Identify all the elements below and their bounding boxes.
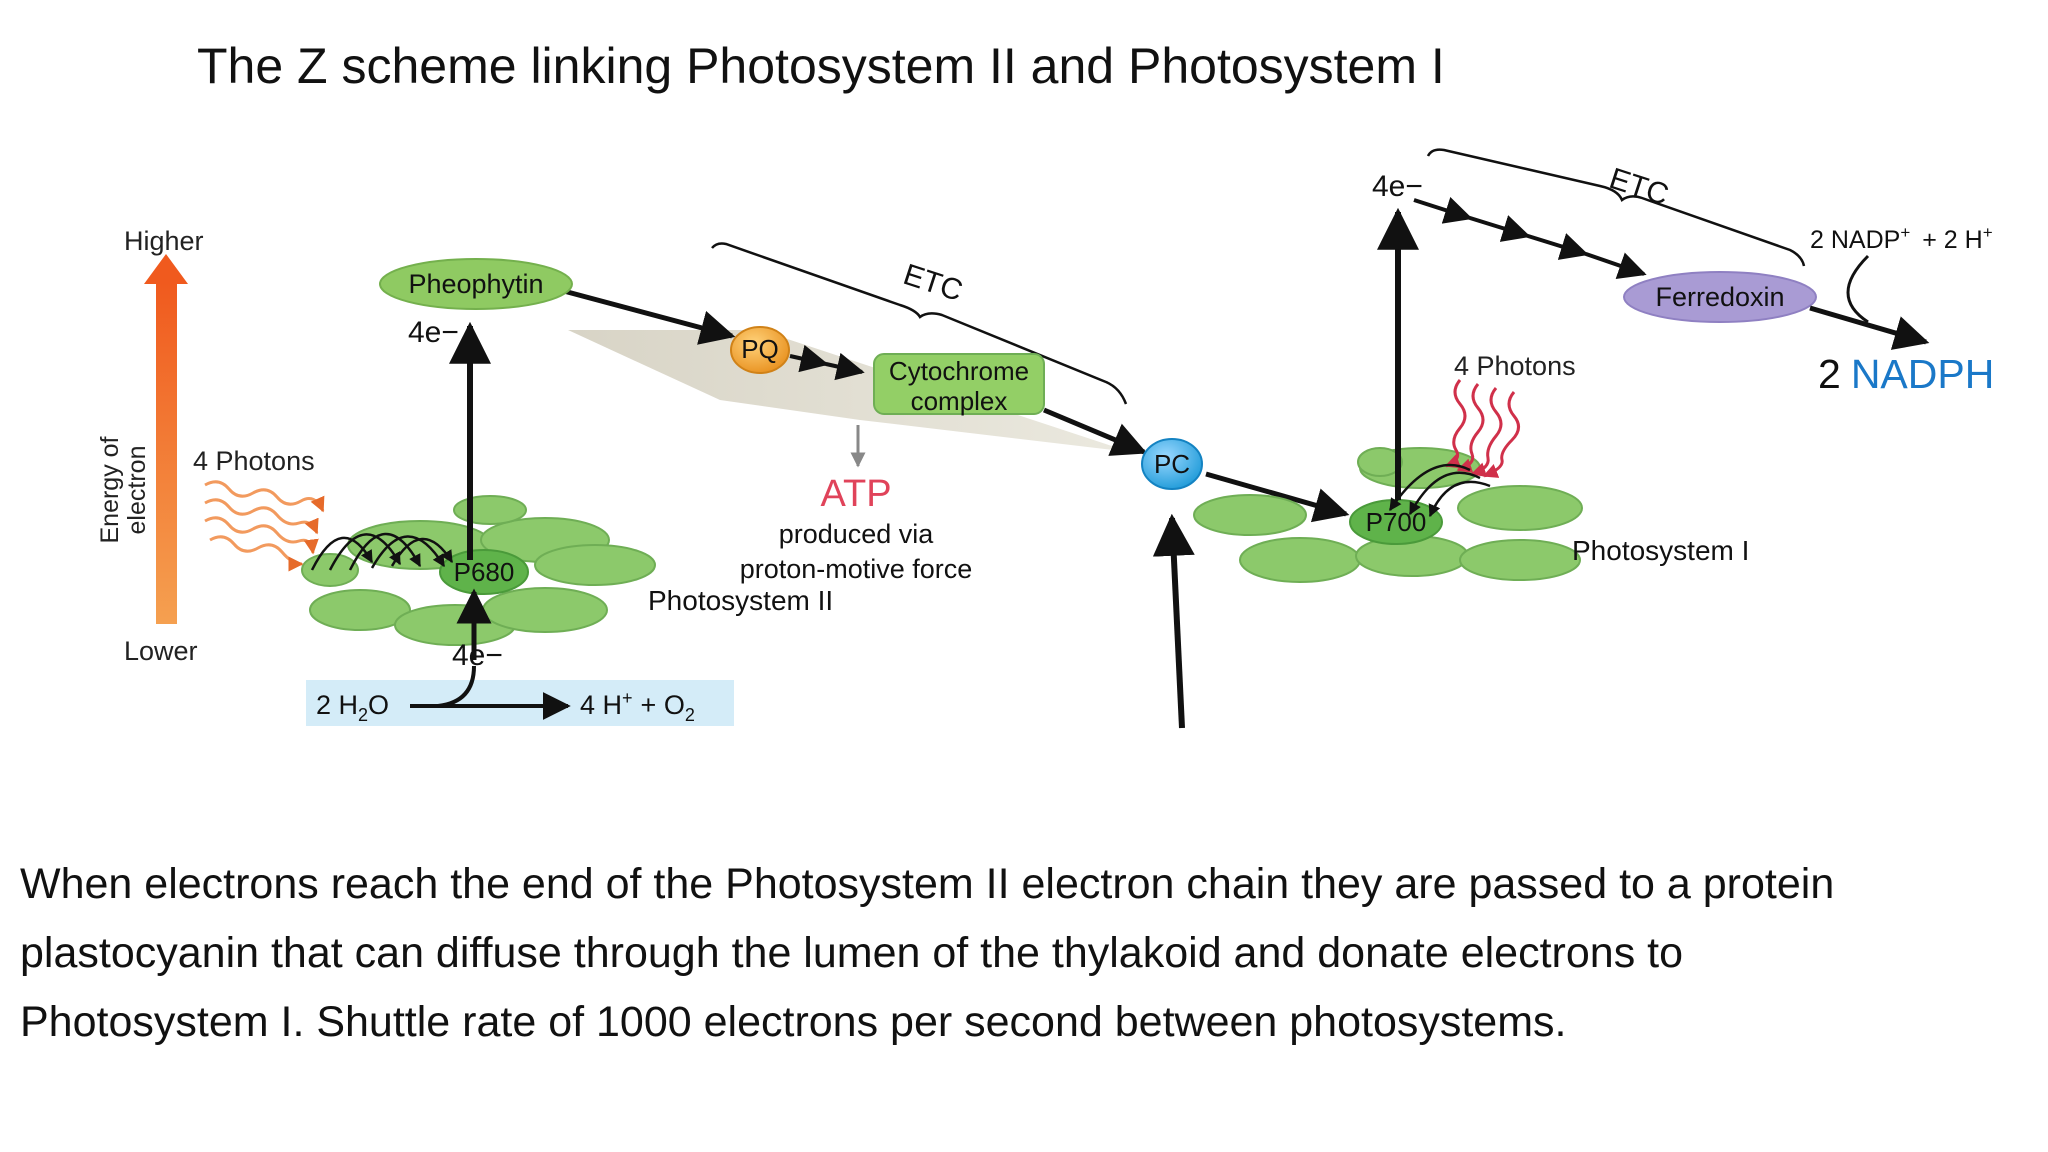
plastocyanin-pointer-arrow xyxy=(1152,513,1195,729)
pq-to-cytochrome-arrows xyxy=(789,344,865,381)
pc-label: PC xyxy=(1154,449,1190,479)
etc2-label: ETC xyxy=(1605,162,1672,212)
pq-label: PQ xyxy=(741,334,779,364)
proton-gradient-wedge xyxy=(568,330,1130,452)
ferredoxin-label: Ferredoxin xyxy=(1655,282,1784,312)
cytochrome-label-line2: complex xyxy=(911,386,1008,416)
etc1-brace xyxy=(711,242,1128,405)
cytochrome-label-line1: Cytochrome xyxy=(889,356,1029,386)
psii-photon-waves xyxy=(204,480,325,572)
photosystem-i-complex xyxy=(1193,447,1583,583)
psi-photons-label: 4 Photons xyxy=(1454,351,1576,381)
atp-label: ATP xyxy=(820,473,891,515)
caption: When electrons reach the end of the Phot… xyxy=(20,850,2020,1057)
energy-arrow-shaft xyxy=(156,282,177,624)
psi-photon-waves xyxy=(1444,379,1520,478)
pq-node xyxy=(730,326,790,374)
caption-line-3: Photosystem I. Shuttle rate of 1000 elec… xyxy=(20,998,1567,1046)
axis-higher-label: Higher xyxy=(124,226,204,256)
nadp-uptake-curve xyxy=(1846,254,1870,324)
atp-desc-line1: produced via xyxy=(779,519,935,549)
photosystem-ii-label: Photosystem II xyxy=(648,585,833,616)
psi-to-ferredoxin-arrows xyxy=(1413,196,1647,280)
water-electron-curve xyxy=(437,665,476,708)
psii-photons-label: 4 Photons xyxy=(193,446,315,476)
page-title: The Z scheme linking Photosystem II and … xyxy=(197,38,1445,94)
p680-label: P680 xyxy=(454,557,515,587)
energy-arrow-head xyxy=(144,254,188,284)
z-scheme-diagram: Higher Lower Energy of electron P680 4 P… xyxy=(96,148,1994,729)
pc-node xyxy=(1141,438,1203,490)
etc1-label: ETC xyxy=(899,258,966,308)
axis-title-line2: electron xyxy=(123,446,151,535)
etc2-brace xyxy=(1426,148,1806,267)
pheophytin-node xyxy=(379,258,573,310)
ferredoxin-node xyxy=(1623,271,1817,323)
atp-desc-line2: proton-motive force xyxy=(740,554,973,584)
ferredoxin-to-nadph-arrow xyxy=(1809,305,1930,350)
axis-title-line1: Energy of xyxy=(96,436,124,543)
photosystem-i-label: Photosystem I xyxy=(1572,535,1749,566)
psii-electrons-up-label: 4e− xyxy=(408,316,459,349)
p700-label: P700 xyxy=(1366,507,1427,537)
caption-line-2: plastocyanin that can diffuse through th… xyxy=(20,929,1683,977)
cytochrome-to-pc-arrow xyxy=(1043,407,1148,456)
water-label: 2 H2O xyxy=(316,690,389,725)
psii-energy-transfer-arcs xyxy=(310,532,454,571)
psi-electrons-label: 4e− xyxy=(1372,170,1423,203)
water-splitting-band xyxy=(306,680,734,726)
pheophytin-label: Pheophytin xyxy=(408,269,543,299)
axis-lower-label: Lower xyxy=(124,636,198,666)
products-label: 4 H++ O2 xyxy=(580,688,695,725)
pheophytin-to-pq-arrow xyxy=(559,287,736,345)
cytochrome-complex-node xyxy=(873,353,1045,415)
psii-electrons-in-label: 4e− xyxy=(452,639,503,672)
caption-line-1: When electrons reach the end of the Phot… xyxy=(20,860,1835,908)
nadp-label: 2 NADP++ 2 H+ xyxy=(1810,223,1993,254)
energy-axis: Higher Lower Energy of electron xyxy=(96,226,204,666)
pc-to-p700-arrow xyxy=(1205,471,1350,523)
